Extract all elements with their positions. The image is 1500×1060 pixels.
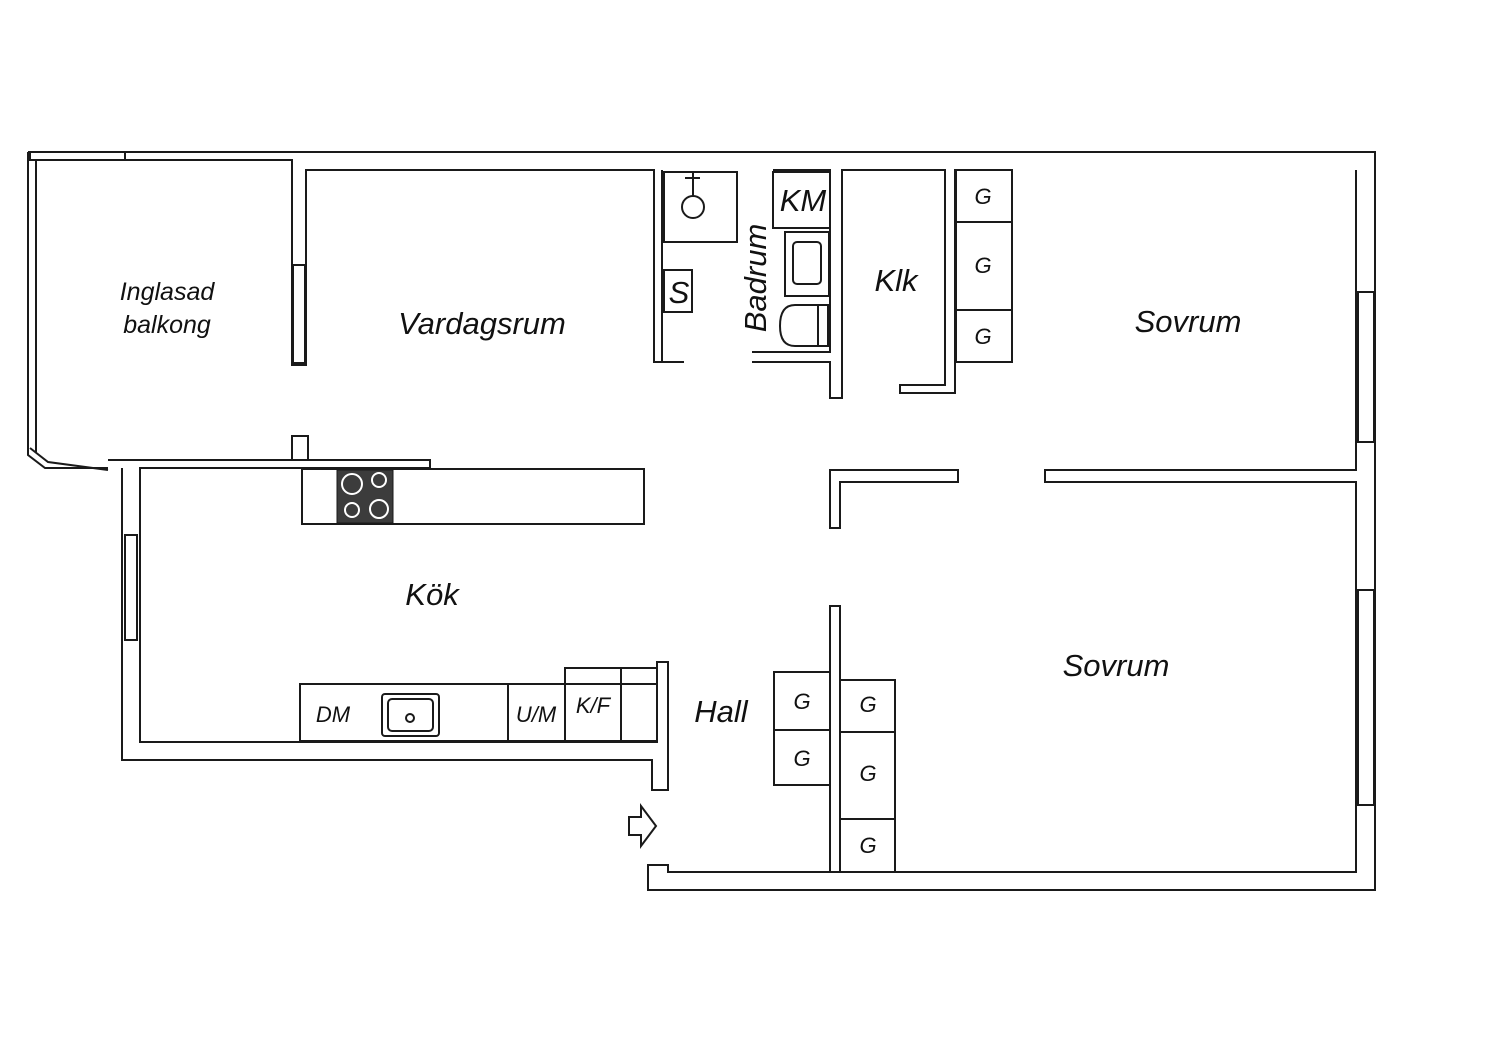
outer-walls — [27, 151, 1376, 891]
window-balcony-top — [29, 151, 126, 161]
sink — [381, 693, 440, 737]
washer-box — [772, 171, 831, 229]
window-kitchen — [124, 534, 138, 641]
window-balcony-corner — [29, 447, 109, 471]
wardrobe-label: G — [859, 833, 876, 858]
room-label-balcony-2: balkong — [123, 311, 211, 339]
shower-drain-icon — [681, 195, 705, 219]
window-bedroom-bottom — [1357, 589, 1375, 806]
wardrobe-label: G — [974, 253, 991, 278]
room-label-bedroom-top: Sovrum — [1135, 304, 1242, 339]
fixture-label-washer: KM — [780, 183, 827, 218]
entrance-arrow-icon — [628, 803, 658, 849]
fridge-box — [564, 667, 658, 742]
wardrobe-label: G — [974, 324, 991, 349]
room-label-closet: Klk — [874, 263, 919, 298]
window-bedroom-top — [1357, 291, 1375, 443]
wardrobe-label: G — [859, 761, 876, 786]
windows — [29, 151, 1375, 806]
room-label-living: Vardagsrum — [398, 306, 566, 341]
sink-drain-icon — [405, 713, 415, 723]
fixture-label-shower: S — [669, 275, 690, 310]
washbasin-bowl-icon — [792, 241, 822, 285]
wardrobe-label: G — [793, 746, 810, 771]
fixture-label-dishwasher: DM — [316, 702, 351, 727]
shower-cabin — [663, 171, 738, 243]
sink-bowl-icon — [387, 698, 434, 732]
shower-head-icon — [685, 172, 700, 196]
room-label-bathroom: Badrum — [738, 224, 773, 333]
interior-walls — [654, 169, 1012, 873]
washbasin — [784, 231, 830, 297]
room-label-hall: Hall — [694, 694, 749, 729]
fixture-label-fridge-freezer: K/F — [576, 693, 612, 718]
kitchen-counter — [299, 667, 658, 742]
wardrobe-label: G — [974, 184, 991, 209]
hall-wardrobes — [773, 671, 896, 873]
closet-wardrobes — [955, 169, 1013, 363]
bathroom-fixtures — [663, 171, 831, 347]
room-label-balcony-1: Inglasad — [120, 278, 216, 306]
fixture-label-oven-microwave: U/M — [516, 702, 557, 727]
room-label-bedroom-bottom: Sovrum — [1063, 648, 1170, 683]
window-living — [292, 264, 306, 364]
stove-icon — [336, 469, 394, 524]
room-label-kitchen: Kök — [405, 577, 460, 612]
kitchen-island — [301, 468, 645, 525]
wardrobe-label: G — [793, 689, 810, 714]
shower-box — [663, 269, 693, 313]
toilet-icon — [778, 304, 829, 347]
wardrobe-label: G — [859, 692, 876, 717]
